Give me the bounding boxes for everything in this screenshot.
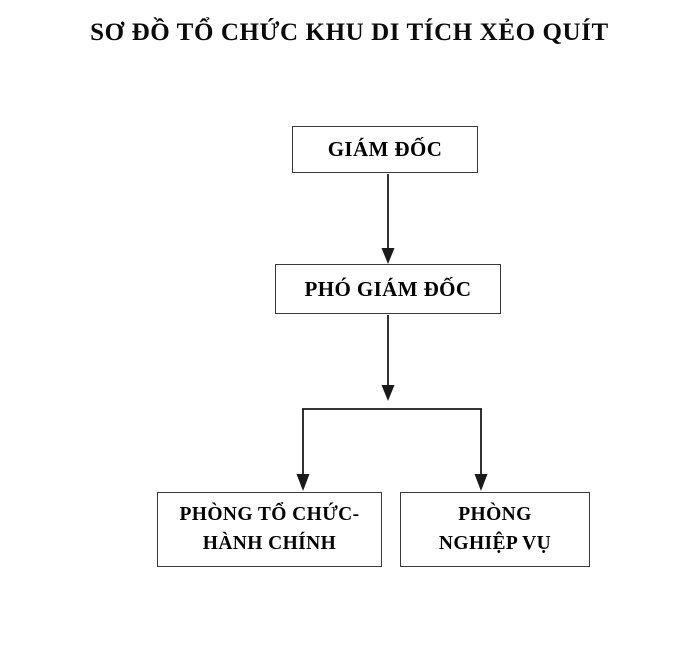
edge-deputy-to-branch xyxy=(381,315,395,401)
edge-branch-to-professional xyxy=(474,409,488,491)
page-title: SƠ ĐỒ TỔ CHỨC KHU DI TÍCH XẺO QUÍT xyxy=(90,19,609,46)
node-deputy-director[interactable]: PHÓ GIÁM ĐỐC xyxy=(275,264,501,314)
node-director-label: GIÁM ĐỐC xyxy=(327,137,443,161)
node-professional-department[interactable]: PHÒNG NGHIỆP VỤ xyxy=(400,492,590,567)
node-professional-department-label: PHÒNG NGHIỆP VỤ xyxy=(438,504,552,554)
edge-branch-to-admin xyxy=(296,409,310,491)
edge-director-to-deputy xyxy=(381,174,395,264)
node-deputy-director-label: PHÓ GIÁM ĐỐC xyxy=(304,276,472,301)
node-director[interactable]: GIÁM ĐỐC xyxy=(292,126,478,173)
node-admin-department-label: PHÒNG TỔ CHỨC- HÀNH CHÍNH xyxy=(179,504,360,554)
node-admin-department[interactable]: PHÒNG TỔ CHỨC- HÀNH CHÍNH xyxy=(157,492,382,567)
